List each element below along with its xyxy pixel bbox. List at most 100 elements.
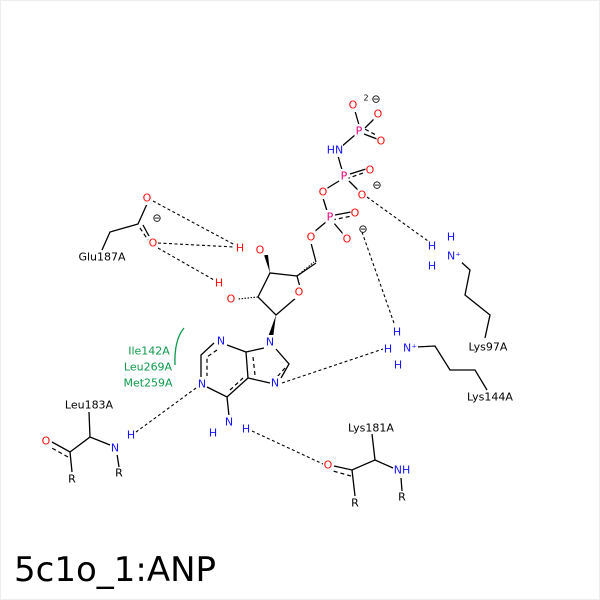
label-background	[224, 415, 234, 429]
atom-label-h3: H	[236, 242, 244, 255]
atom-label-k144_h3: H	[394, 359, 402, 372]
label-background	[110, 441, 120, 455]
atom-label-k181_o: O	[324, 459, 333, 472]
atom-label-k97_n: N⁺	[447, 250, 461, 263]
label-background	[197, 377, 207, 391]
label-background	[357, 188, 367, 202]
atom-label-o3: O	[256, 244, 265, 257]
atom-label-l183_r2: R	[115, 467, 123, 480]
atom-label-ob2: O	[358, 189, 367, 202]
label-background	[373, 107, 383, 121]
atom-label-h6b: H	[242, 423, 250, 436]
label-background	[327, 143, 343, 157]
atom-label-l183_o: O	[42, 435, 51, 448]
atom-label-n1: N	[198, 378, 206, 391]
atom-label-ob1: O	[366, 164, 375, 177]
label-background	[376, 134, 386, 148]
atom-label-o2: O	[227, 293, 236, 306]
label-background	[394, 463, 410, 477]
label-background	[365, 163, 375, 177]
atom-label-nh: HN	[327, 144, 344, 157]
label-background	[241, 422, 251, 436]
hydrophobic-contact-arc	[174, 327, 185, 366]
label-background	[392, 325, 402, 339]
label-background	[216, 334, 226, 348]
atom-label-l183_r1: R	[68, 473, 76, 486]
atom-label-l183_n: N	[111, 442, 119, 455]
atom-label-glu_o2: O	[149, 237, 158, 250]
atom-label-n3: N	[217, 335, 225, 348]
label-background	[393, 358, 403, 372]
label-background	[142, 191, 152, 205]
atom-label-ma: ⊖	[358, 223, 367, 236]
label-background	[235, 241, 245, 255]
atom-label-k97_h2: H	[428, 240, 436, 253]
atom-label-k181_nh: NH	[394, 464, 411, 477]
atom-label-n7: N	[271, 377, 279, 390]
ligand-bonds	[49, 110, 491, 497]
label-background	[214, 276, 224, 290]
label-background	[402, 341, 418, 355]
atom-label-mg: ⊖	[371, 93, 380, 106]
label-background	[427, 239, 437, 253]
label-background	[323, 458, 333, 472]
residue-label-glu187: Glu187A	[78, 251, 126, 264]
atom-label-k97_h3: H	[428, 260, 436, 273]
residue-label-leu183: Leu183A	[65, 399, 114, 412]
atom-label-charge2: 2	[363, 94, 368, 103]
label-background	[226, 292, 236, 306]
atom-label-oa1: O	[351, 207, 360, 220]
residue-label-lys181: Lys181A	[348, 422, 394, 435]
residue-label-lys97: Lys97A	[469, 341, 508, 354]
label-background	[255, 243, 265, 257]
atom-label-o4: O	[295, 286, 304, 299]
hydrophobic-residue-label: Met259A	[123, 377, 173, 390]
atom-label-pg: P	[356, 125, 363, 138]
label-background	[383, 342, 393, 356]
label-background	[325, 210, 335, 224]
atom-label-l183_h: H	[127, 429, 135, 442]
label-background	[126, 428, 136, 442]
atom-label-mb: ⊖	[372, 179, 381, 192]
label-background	[446, 230, 456, 244]
atom-label-k181_r1: R	[398, 491, 406, 504]
label-background	[148, 236, 158, 250]
label-background	[339, 169, 349, 183]
label-background	[350, 206, 360, 220]
atom-label-og1: O	[349, 99, 358, 112]
label-background	[354, 124, 364, 138]
atom-label-k144_n: N⁺	[403, 342, 417, 355]
label-background	[348, 98, 358, 112]
atom-label-oa2: O	[343, 233, 352, 246]
atom-label-obr: O	[319, 186, 328, 199]
atom-label-n9: N	[266, 336, 274, 349]
label-background	[265, 335, 275, 349]
label-background	[208, 426, 218, 440]
atom-label-og3: O	[377, 135, 386, 148]
label-background	[270, 376, 280, 390]
atom-label-o5: O	[307, 231, 316, 244]
atom-label-h2: H	[215, 277, 223, 290]
atom-label-k181_r2: R	[351, 497, 359, 510]
hydrogen-bonds	[135, 196, 429, 465]
hydrophobic-residue-label: Ile142A	[128, 345, 170, 358]
label-background	[306, 230, 316, 244]
label-background	[427, 259, 437, 273]
atom-label-og2: O	[374, 108, 383, 121]
label-background	[318, 185, 328, 199]
label-background	[446, 249, 462, 263]
atom-label-pb: P	[341, 170, 348, 183]
atom-label-k144_h2: H	[384, 343, 392, 356]
label-background	[294, 285, 304, 299]
atom-label-k144_h1: H	[393, 326, 401, 339]
residue-label-lys144: Lys144A	[467, 391, 513, 404]
atom-label-h6a: H	[209, 427, 217, 440]
label-background	[342, 232, 352, 246]
atom-label-glu_m: ⊖	[152, 212, 161, 225]
diagram-title: 5c1o_1:ANP	[14, 550, 217, 590]
atom-label-glu_o1: O	[143, 192, 152, 205]
label-background	[41, 434, 51, 448]
